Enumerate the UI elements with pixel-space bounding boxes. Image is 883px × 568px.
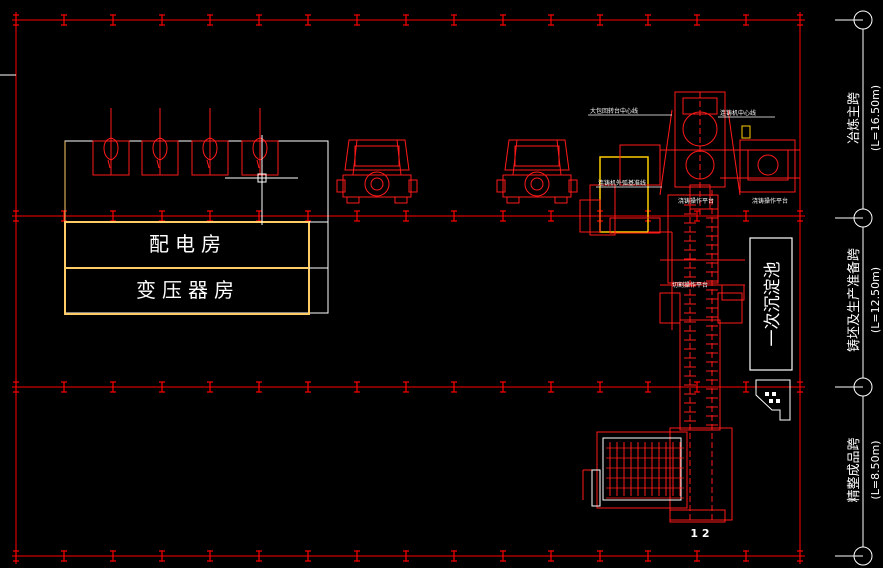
column-marker: [354, 14, 360, 26]
column-marker: [13, 381, 19, 393]
bay-3-dim: (L=8.50m): [869, 440, 882, 499]
column-marker: [61, 14, 67, 26]
column-marker: [694, 14, 700, 26]
column-marker: [256, 550, 262, 562]
column-marker: [207, 14, 213, 26]
column-marker: [305, 14, 311, 26]
column-marker: [354, 550, 360, 562]
transformer-room-label: 变压器房: [136, 278, 240, 302]
column-marker: [500, 550, 506, 562]
column-marker: [548, 210, 554, 222]
cad-crosshair: [225, 135, 298, 225]
column-marker: [403, 14, 409, 26]
note-casting-platform-2: 浇铸操作平台: [752, 197, 788, 205]
column-marker: [743, 14, 749, 26]
column-marker: [13, 14, 19, 26]
ladle-car: [496, 139, 578, 204]
note-turret-centerline: 大包回转台中心线: [590, 107, 638, 115]
ladle-car: [336, 139, 418, 204]
column-marker: [500, 14, 506, 26]
column-marker: [159, 14, 165, 26]
bay-1-name: 冶炼主跨: [847, 92, 862, 144]
column-marker: [797, 14, 803, 26]
transformer-room: [64, 267, 310, 315]
column-marker: [548, 14, 554, 26]
note-outer-arc-line: 连铸机外弧基准线: [598, 179, 646, 187]
column-marker: [694, 550, 700, 562]
settling-pool-label: 一次沉淀池: [763, 262, 783, 347]
caster-detail: [606, 204, 718, 499]
column-marker: [159, 550, 165, 562]
note-caster-centerline: 连铸机中心线: [720, 109, 756, 117]
bay-axis: 冶炼主跨 (L=16.50m) 铸坯及生产准备跨 (L=12.50m) 精整成品…: [835, 10, 882, 566]
column-marker: [451, 14, 457, 26]
column-marker: [110, 381, 116, 393]
column-marker: [13, 210, 19, 222]
note-casting-platform-1: 浇铸操作平台: [678, 197, 714, 205]
column-marker: [256, 381, 262, 393]
bay-2-name: 铸坯及生产准备跨: [846, 248, 862, 352]
column-marker: [548, 381, 554, 393]
column-marker: [110, 14, 116, 26]
column-marker: [403, 550, 409, 562]
bay-1-dim: (L=16.50m): [869, 85, 882, 151]
column-grid: [12, 12, 805, 564]
column-marker: [451, 550, 457, 562]
column-marker: [597, 381, 603, 393]
bay-2-dim: (L=12.50m): [869, 267, 882, 333]
column-marker: [354, 210, 360, 222]
column-marker: [743, 550, 749, 562]
column-marker: [743, 210, 749, 222]
distribution-room-label: 配电房: [149, 232, 227, 256]
settling-pool: 一次沉淀池: [749, 237, 793, 421]
caster-notes: 大包回转台中心线 连铸机中心线 连铸机外弧基准线 浇铸操作平台 浇铸操作平台 切…: [588, 107, 788, 540]
furnace-row: [92, 108, 279, 176]
column-marker: [694, 210, 700, 222]
furnace-symbol: [241, 108, 279, 176]
ladle-cars: [336, 139, 578, 204]
column-marker: [403, 381, 409, 393]
column-marker: [256, 14, 262, 26]
column-marker: [548, 550, 554, 562]
column-marker: [694, 381, 700, 393]
column-marker: [451, 381, 457, 393]
column-marker: [500, 381, 506, 393]
column-marker: [13, 550, 19, 562]
column-marker: [645, 381, 651, 393]
column-marker: [61, 381, 67, 393]
column-marker: [207, 550, 213, 562]
column-marker: [797, 210, 803, 222]
column-marker: [645, 14, 651, 26]
column-marker: [797, 550, 803, 562]
column-marker: [743, 381, 749, 393]
note-cutting-platform: 切割操作平台: [672, 281, 708, 289]
column-marker: [110, 550, 116, 562]
column-marker: [403, 210, 409, 222]
column-marker: [645, 550, 651, 562]
substation-block: 配电房 变压器房: [64, 108, 329, 315]
column-marker: [159, 381, 165, 393]
strand-number-label: 1 2: [690, 527, 709, 540]
column-marker: [597, 550, 603, 562]
bay-3-name: 精整成品跨: [847, 437, 862, 502]
column-marker: [61, 550, 67, 562]
furnace-symbol: [141, 108, 179, 176]
column-marker: [500, 210, 506, 222]
column-marker: [597, 14, 603, 26]
column-marker: [305, 381, 311, 393]
furnace-symbol: [191, 108, 229, 176]
column-marker: [354, 381, 360, 393]
column-marker: [797, 381, 803, 393]
caster-area: [579, 91, 800, 523]
column-marker: [207, 381, 213, 393]
column-marker: [305, 550, 311, 562]
furnace-symbol: [92, 108, 130, 176]
column-marker: [451, 210, 457, 222]
